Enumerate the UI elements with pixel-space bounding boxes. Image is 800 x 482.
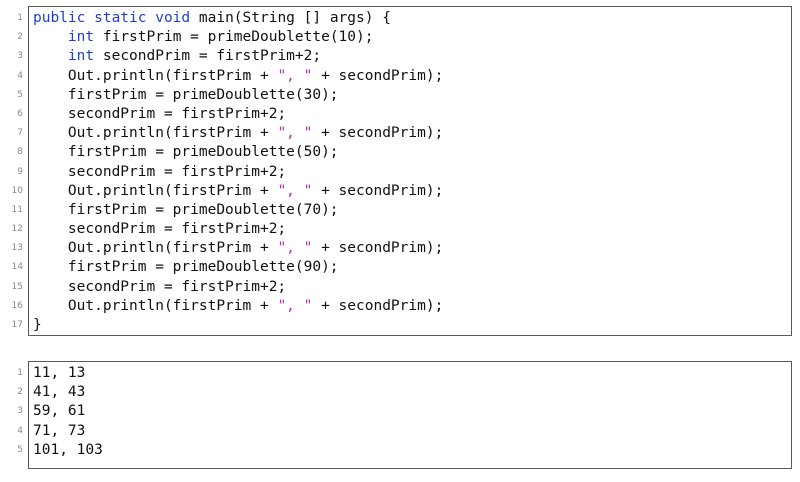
code-keyword: public static void xyxy=(33,10,199,26)
output-line: 4 71, 73 xyxy=(17,422,103,441)
line-number: 2 xyxy=(17,32,23,43)
line-number: 3 xyxy=(17,406,23,417)
code-line: 6 secondPrim = firstPrim+2; xyxy=(17,105,443,124)
code-text: 11, 13 xyxy=(33,365,86,381)
line-number: 16 xyxy=(11,300,23,311)
code-keyword: int xyxy=(67,48,95,65)
line-number: 5 xyxy=(17,89,23,100)
code-text: Out.println(firstPrim + xyxy=(33,182,278,199)
code-text: Out.println(firstPrim + xyxy=(33,67,278,84)
code-line: 1 public static void main(String [] args)… xyxy=(17,9,443,28)
code-text: firstPrim = primeDoublette(50); xyxy=(33,144,339,161)
line-number: 15 xyxy=(11,281,23,292)
code-line: 12 secondPrim = firstPrim+2; xyxy=(12,220,443,239)
code-text: + secondPrim); xyxy=(312,240,444,257)
code-keyword: int xyxy=(67,29,95,46)
code-text: firstPrim = primeDoublette(70); xyxy=(33,201,339,218)
code-line: 5 firstPrim = primeDoublette(30); xyxy=(17,86,443,105)
output-line: 5 101, 103 xyxy=(17,441,103,460)
code-line: 9 secondPrim = firstPrim+2; xyxy=(17,163,443,182)
code-text: Out.println(firstPrim + xyxy=(33,240,278,257)
line-number: 1 xyxy=(17,13,23,23)
code-text: secondPrim = firstPrim+2; xyxy=(33,221,287,238)
output-line: 3 59, 61 xyxy=(17,402,103,421)
line-number: 10 xyxy=(11,185,23,196)
line-number: 11 xyxy=(11,204,23,215)
code-line: 7 Out.println(firstPrim + ", " + secondP… xyxy=(17,124,444,143)
code-text xyxy=(33,48,68,64)
line-number: 13 xyxy=(11,243,23,254)
code-listing: 1 public static void main(String [] args)… xyxy=(12,6,792,336)
code-text: 101, 103 xyxy=(33,441,103,458)
code-line: 8 firstPrim = primeDoublette(50); xyxy=(17,143,443,162)
code-text xyxy=(33,29,68,45)
code-text: firstPrim = primeDoublette(30); xyxy=(33,86,339,103)
line-number: 5 xyxy=(17,444,23,455)
code-text: } xyxy=(33,317,42,333)
code-text: secondPrim = firstPrim+2; xyxy=(94,48,322,65)
code-text: + secondPrim); xyxy=(312,297,444,314)
code-text: secondPrim = firstPrim+2; xyxy=(33,163,287,180)
code-text: Out.println(firstPrim + xyxy=(33,297,278,314)
code-string: ", " xyxy=(277,297,313,314)
code-line: 4 Out.println(firstPrim + ", " + secondP… xyxy=(17,67,444,86)
line-number: 7 xyxy=(17,128,23,139)
line-number: 6 xyxy=(17,108,23,119)
line-number: 3 xyxy=(17,51,23,62)
line-number: 2 xyxy=(17,387,23,398)
line-number: 8 xyxy=(17,147,23,158)
code-text: 71, 73 xyxy=(33,422,86,439)
code-text: secondPrim = firstPrim+2; xyxy=(33,105,287,122)
line-number: 9 xyxy=(17,166,23,177)
line-number: 12 xyxy=(11,224,23,235)
code-lines: 1 public static void main(String [] args)… xyxy=(12,9,444,335)
code-line: 13 Out.println(firstPrim + ", " + second… xyxy=(12,239,444,258)
code-text: secondPrim = firstPrim+2; xyxy=(33,278,287,295)
code-string: ", " xyxy=(277,240,313,257)
line-number: 4 xyxy=(17,70,23,81)
code-line: 11 firstPrim = primeDoublette(70); xyxy=(12,201,443,220)
code-string: ", " xyxy=(277,182,313,199)
code-string: ", " xyxy=(277,125,313,142)
code-text: Out.println(firstPrim + xyxy=(33,125,278,142)
code-text: main(String [] args) { xyxy=(198,10,391,26)
line-number: 4 xyxy=(17,425,23,436)
code-line: 15 secondPrim = firstPrim+2; xyxy=(12,278,443,297)
output-listing: 1 11, 13 2 41, 43 3 59, 61 4 71, 73 5 101, 103 xyxy=(17,361,792,469)
line-number: 17 xyxy=(11,320,23,330)
code-text: firstPrim = primeDoublette(90); xyxy=(33,259,339,276)
output-line: 1 11, 13 xyxy=(17,364,103,383)
code-line: 16 Out.println(firstPrim + ", " + second… xyxy=(12,297,444,316)
code-text: 41, 43 xyxy=(33,384,86,401)
code-line: 14 firstPrim = primeDoublette(90); xyxy=(12,258,443,277)
code-line: 2 int firstPrim = primeDoublette(10); xyxy=(17,28,443,47)
line-number: 14 xyxy=(11,262,23,273)
code-line: 3 int secondPrim = firstPrim+2; xyxy=(17,47,443,66)
code-string: ", " xyxy=(277,67,313,84)
code-text: + secondPrim); xyxy=(312,125,444,142)
code-text: 59, 61 xyxy=(33,403,86,420)
code-line: 17} xyxy=(12,316,443,335)
line-number: 1 xyxy=(17,368,23,378)
output-lines: 1 11, 13 2 41, 43 3 59, 61 4 71, 73 5 101, 103 xyxy=(17,364,103,460)
code-line: 10 Out.println(firstPrim + ", " + second… xyxy=(12,182,444,201)
code-text: firstPrim = primeDoublette(10); xyxy=(94,29,374,46)
code-text: + secondPrim); xyxy=(312,182,444,199)
output-line: 2 41, 43 xyxy=(17,383,103,402)
code-text: + secondPrim); xyxy=(312,67,444,84)
